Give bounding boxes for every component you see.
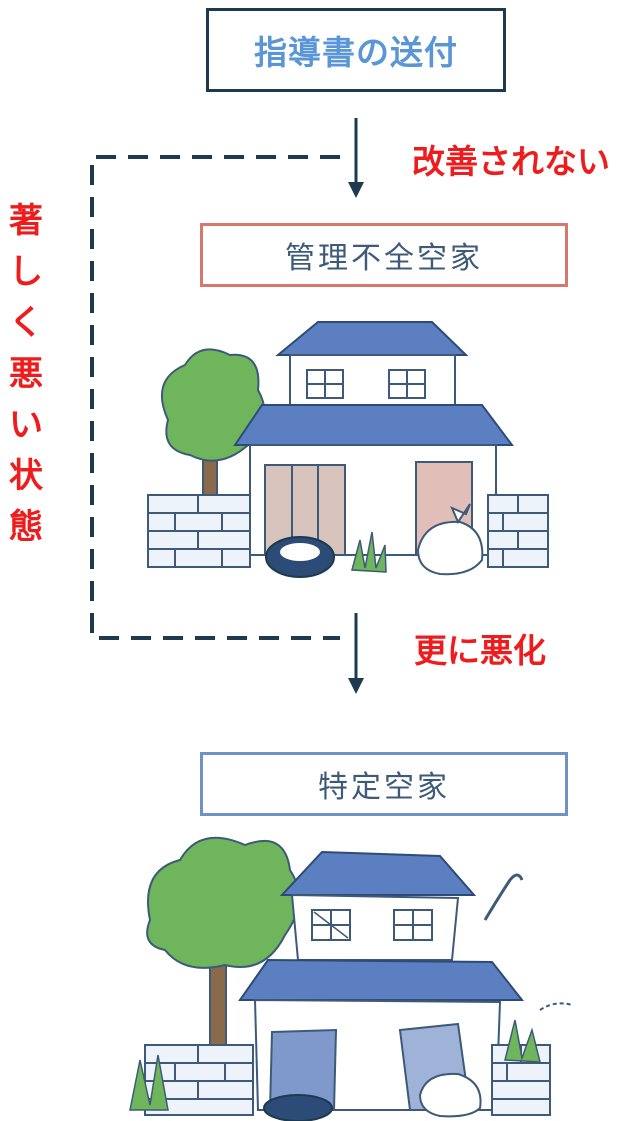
vertical-char: く [9,303,43,343]
trash-bag-icon-2 [418,1072,482,1118]
not-improved-label: 改善されない [412,142,610,181]
overgrown-tree-icon [146,836,300,1071]
arrow-down-2 [348,613,364,694]
brick-wall-right [487,494,549,568]
vertical-char: 状 [9,456,43,496]
house-illustration-specified [129,836,573,1121]
brick-wall-left [147,494,251,568]
send-guidance-box: 指導書の送付 [206,8,506,92]
tree-icon [160,348,266,511]
vertical-char: 態 [9,507,43,547]
arrow-down-1 [348,118,364,198]
send-guidance-label: 指導書の送付 [254,33,458,72]
house-illustration-managed [147,321,549,578]
specified-vacant-house-label: 特定空家 [318,770,450,805]
managed-vacant-house-label: 管理不全空家 [285,241,483,276]
severely-bad-state-label: 著 し く 悪 い 状 態 [4,196,48,553]
dashed-bypass-path [90,155,340,640]
trash-bag-icon [416,503,484,576]
vertical-char: し [9,252,43,292]
specified-vacant-house-box: 特定空家 [200,752,568,816]
worsened-label: 更に悪化 [414,631,546,670]
tire-icon-2 [263,1094,333,1121]
vertical-char: 悪 [9,354,43,394]
tire-icon [265,536,335,578]
vertical-char: い [9,405,43,445]
managed-vacant-house-box: 管理不全空家 [200,223,568,287]
vertical-char: 著 [9,201,43,241]
